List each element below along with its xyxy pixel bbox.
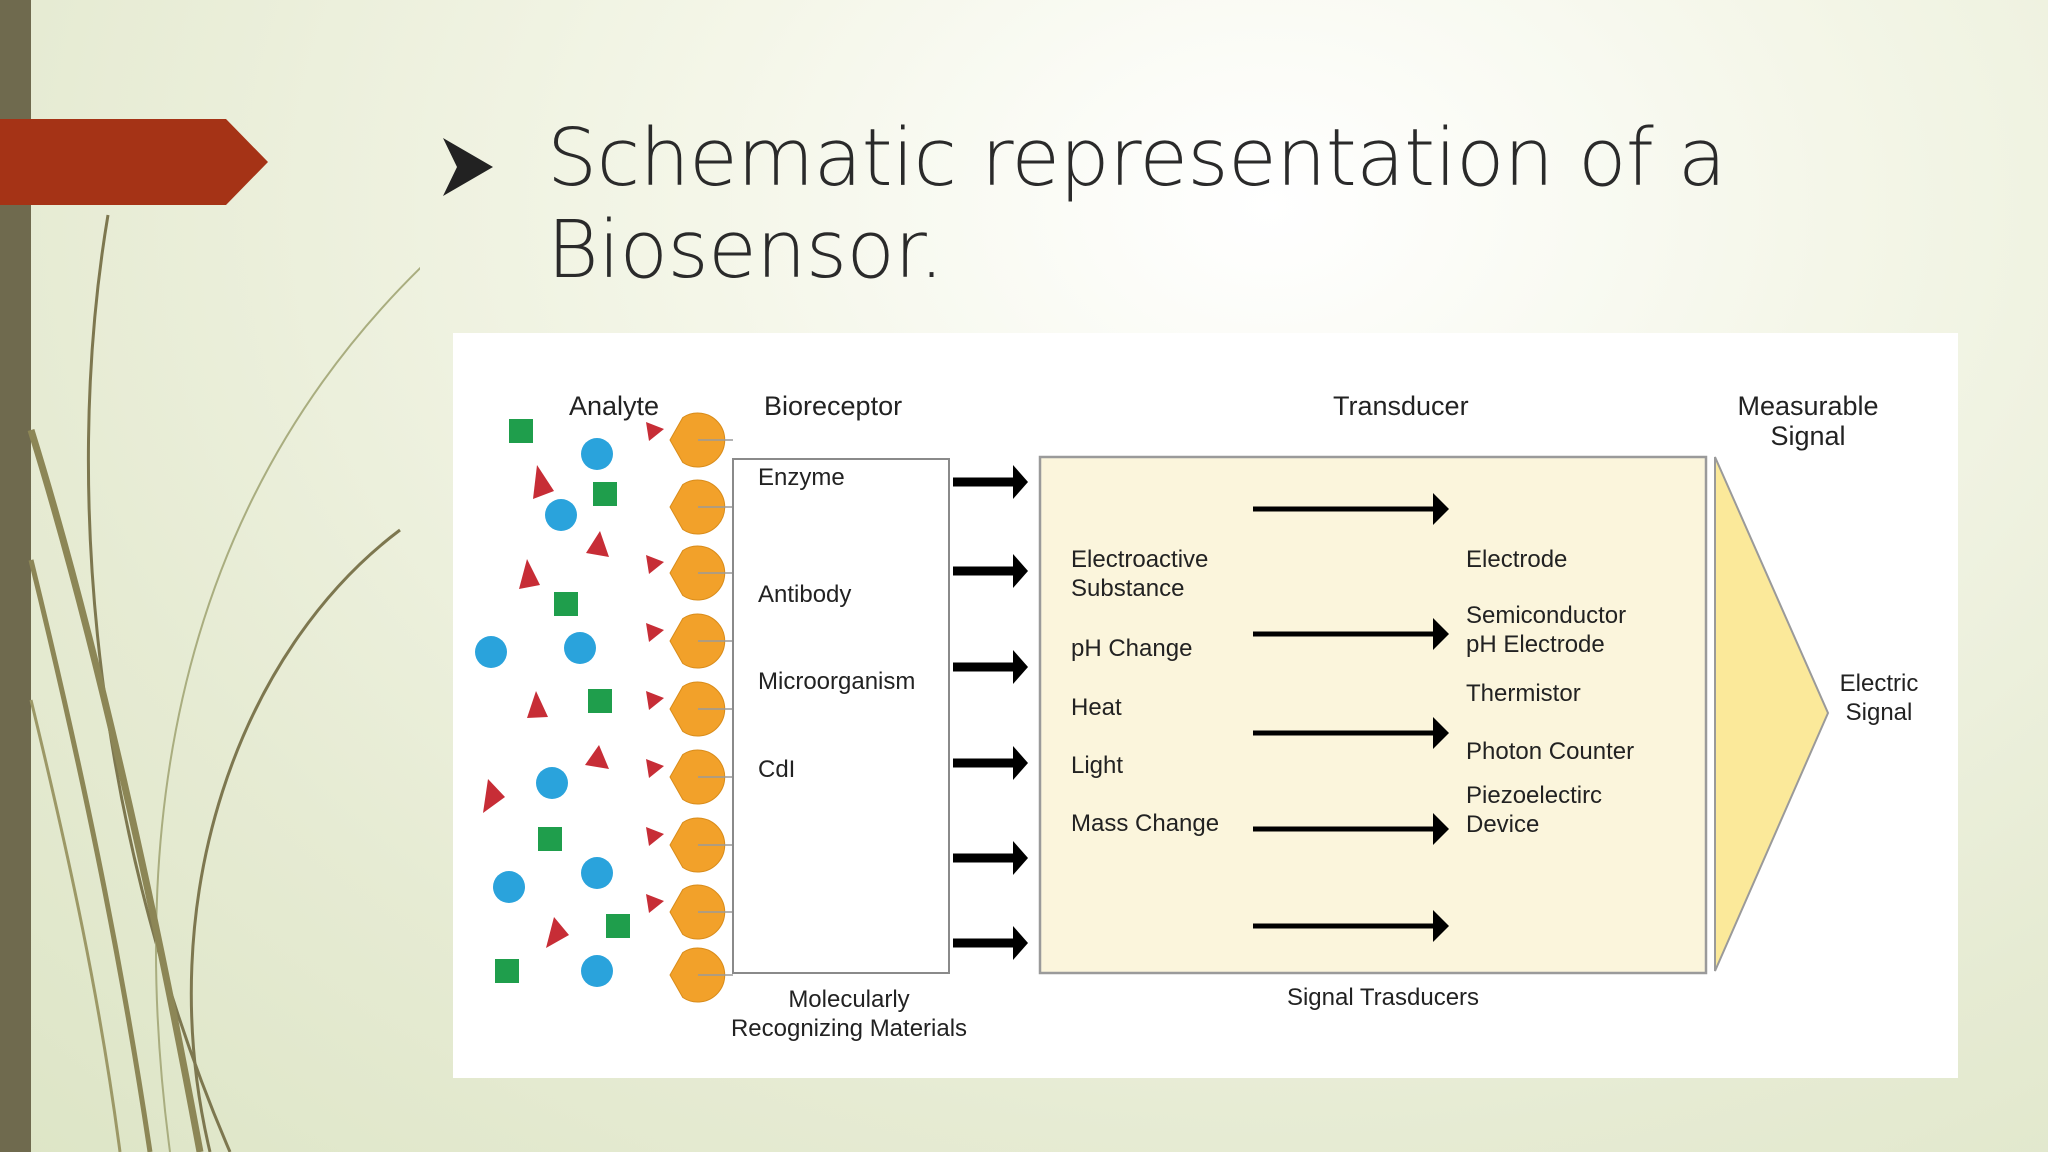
analyte-circle <box>475 636 507 668</box>
transducer-output-photon-counter: Photon Counter <box>1466 738 1635 765</box>
analyte-wedge <box>527 691 548 718</box>
arrow-right-icon <box>1253 813 1449 845</box>
bioreceptor-caption: Molecularly Recognizing Materials <box>730 986 968 1042</box>
bioreceptor-item-enzyme: Enzyme <box>758 464 845 491</box>
analyte-circle <box>493 871 525 903</box>
biosensor-diagram: Analyte Bioreceptor Transducer Measurabl… <box>453 333 1958 1078</box>
receptor-unit <box>646 681 726 737</box>
analyte-wedge <box>519 559 540 589</box>
receptor-unit <box>669 479 726 535</box>
deco-curve <box>86 214 232 1152</box>
signal-chevron <box>1714 456 1830 972</box>
deco-curve <box>189 528 401 1152</box>
analyte-circle <box>536 767 568 799</box>
analyte-circle <box>581 955 613 987</box>
slide-title-text: Schematic representation of a Biosensor. <box>547 112 1726 296</box>
transducer-input-electroactive: Electroactive Substance <box>1071 546 1209 602</box>
transducer-output-electrode: Electrode <box>1466 546 1568 573</box>
transducer-input-mass-change: Mass Change <box>1071 810 1220 837</box>
receptor-unit <box>669 947 726 1003</box>
receptor-links <box>698 439 733 976</box>
analyte-header: Analyte <box>569 391 660 421</box>
receptor-unit <box>646 545 726 601</box>
transducer-output-thermistor: Thermistor <box>1466 680 1581 707</box>
title-marker-shape <box>0 119 268 205</box>
analyte-square <box>606 914 630 938</box>
transducer-box <box>1038 455 1708 975</box>
arrow-right-icon <box>1253 618 1449 650</box>
analyte-wedge <box>586 531 609 557</box>
arrow-right-icon <box>953 650 1028 684</box>
receptor-unit <box>646 817 726 873</box>
transducer-header: Transducer <box>1333 391 1469 421</box>
signal-label: Electric Signal <box>1839 670 1919 726</box>
slide-title: Schematic representation of a Biosensor. <box>443 112 1948 296</box>
transducer-arrows <box>1253 493 1449 942</box>
transducer-input-light: Light <box>1071 752 1124 779</box>
analyte-wedge <box>483 779 505 813</box>
analyte-square <box>593 482 617 506</box>
receptor-unit <box>646 412 726 468</box>
deco-curve <box>28 559 153 1152</box>
analyte-particles <box>475 419 630 987</box>
transducer-output-piezoelectric: Piezoelectirc Device <box>1466 782 1603 838</box>
bioreceptor-header: Bioreceptor <box>764 391 903 421</box>
arrow-right-icon <box>1253 493 1449 525</box>
receptor-unit <box>646 884 726 940</box>
bioreceptor-box <box>732 458 950 974</box>
analyte-square <box>588 689 612 713</box>
arrowhead-bullet-icon <box>443 138 493 196</box>
transducer-input-heat: Heat <box>1071 694 1122 721</box>
arrow-right-icon <box>953 841 1028 875</box>
analyte-circle <box>564 632 596 664</box>
bioreceptor-item-antibody: Antibody <box>758 581 852 608</box>
deco-curve <box>155 266 420 1152</box>
arrow-right-icon <box>953 926 1028 960</box>
arrow-right-icon <box>953 554 1028 588</box>
arrow-right-icon <box>1253 717 1449 749</box>
transducer-input-ph-change: pH Change <box>1071 635 1193 662</box>
measurable-signal-header: Measurable Signal <box>1737 391 1879 451</box>
arrow-right-icon <box>1253 910 1449 942</box>
bioreceptor-item-microorganism: Microorganism <box>758 668 916 695</box>
bioreceptor-to-transducer-arrows <box>953 465 1028 960</box>
analyte-wedge <box>533 465 554 499</box>
receptor-unit <box>646 613 726 669</box>
deco-curve <box>29 699 122 1152</box>
analyte-circle <box>545 499 577 531</box>
decorative-curves <box>27 214 420 1152</box>
transducer-caption: Signal Trasducers <box>1286 984 1480 1011</box>
analyte-square <box>495 959 519 983</box>
analyte-wedge <box>546 917 569 948</box>
arrow-right-icon <box>953 746 1028 780</box>
analyte-square <box>554 592 578 616</box>
analyte-circle <box>581 438 613 470</box>
arrow-right-icon <box>953 465 1028 499</box>
analyte-circle <box>581 857 613 889</box>
deco-curve <box>27 428 204 1152</box>
analyte-square <box>538 827 562 851</box>
analyte-wedge <box>585 745 609 769</box>
transducer-output-semiconductor: Semiconductor pH Electrode <box>1466 602 1627 658</box>
bioreceptor-item-cdi: CdI <box>758 756 796 783</box>
receptor-unit <box>646 749 726 805</box>
analyte-square <box>509 419 533 443</box>
receptor-column <box>646 412 733 1003</box>
